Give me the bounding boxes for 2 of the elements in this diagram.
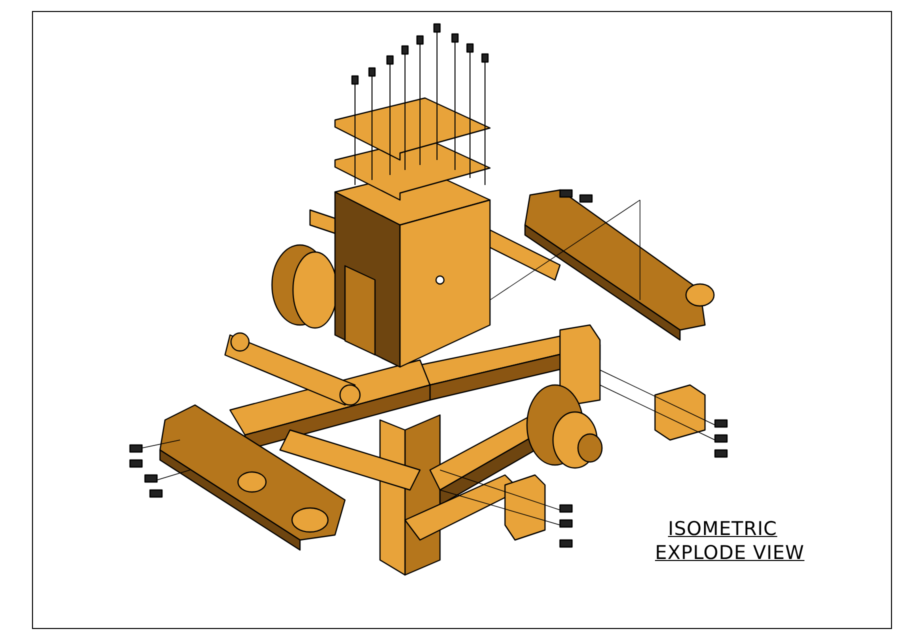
view-title: EXPLODE VIEW bbox=[655, 542, 804, 564]
view-title: ISOMETRIC bbox=[668, 518, 778, 540]
